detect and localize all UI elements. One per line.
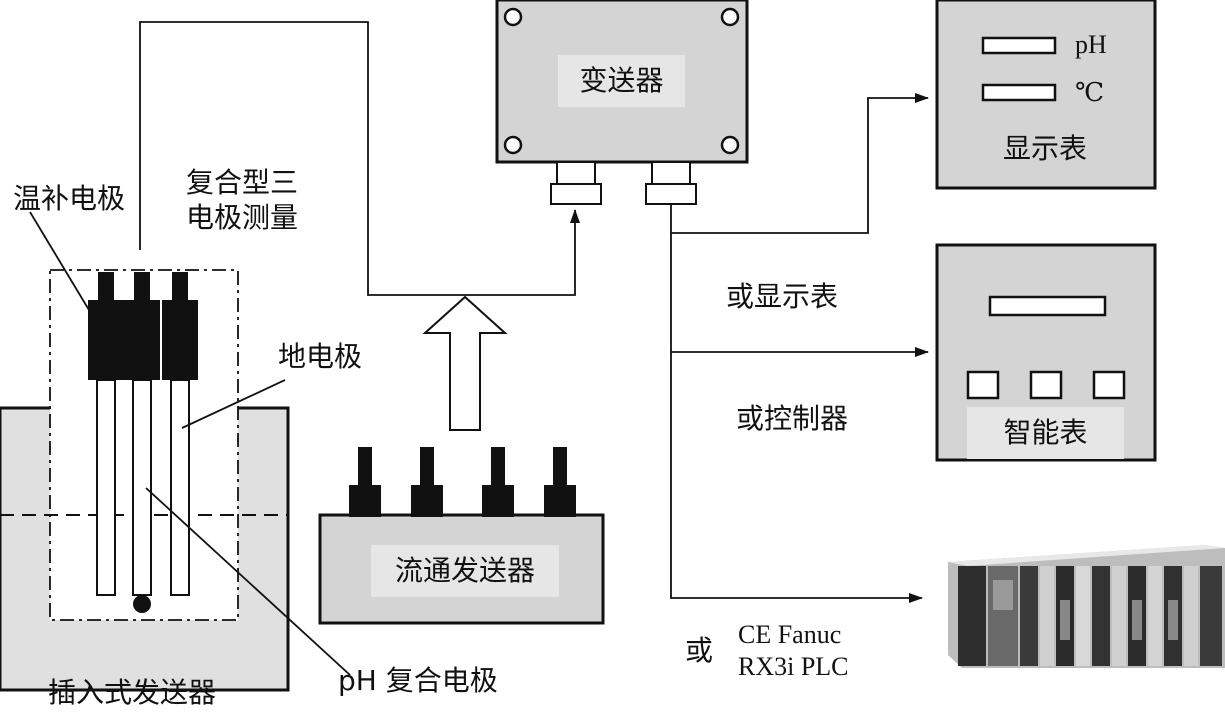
temp-electrode-leader	[29, 211, 99, 326]
screw-icon	[503, 7, 523, 27]
plc-rack-image	[948, 545, 1225, 668]
ground-electrode	[162, 272, 198, 596]
transmitter-label: 变送器	[558, 55, 685, 107]
screw-icon	[720, 135, 740, 155]
plc-label-line2: RX3i PLC	[738, 652, 849, 681]
composite-label-line1: 复合型三	[186, 166, 299, 199]
cable-gland-left	[550, 161, 602, 205]
temp-compensation-electrode	[88, 272, 124, 596]
ph-readout-window	[981, 36, 1057, 55]
temp-readout-window	[981, 83, 1057, 102]
or-display-label: 或显示表	[726, 280, 839, 313]
probe-signal-line	[139, 21, 580, 296]
smart-meter-label: 智能表	[967, 407, 1124, 459]
smart-display-window	[988, 295, 1107, 317]
smart-meter-button	[966, 370, 1000, 400]
smart-meter-button	[1029, 370, 1063, 400]
plc-label-line1: CE Fanuc	[738, 620, 842, 649]
ph-electrode-label: pH 复合电极	[338, 664, 498, 697]
display-meter-box	[935, 0, 1157, 190]
flow-electrode-connectors	[349, 447, 576, 517]
ph-readout-label: pH	[1075, 30, 1107, 59]
cable-gland-right	[645, 161, 697, 205]
display-meter-label: 显示表	[1003, 132, 1088, 165]
screw-icon	[503, 135, 523, 155]
insertion-transmitter-label: 插入式发送器	[48, 676, 217, 709]
ph-composite-electrode	[124, 272, 160, 613]
ground-electrode-label: 地电极	[278, 340, 363, 373]
or-label: 或	[685, 634, 714, 667]
ph-electrode-leader	[145, 487, 351, 676]
celsius-readout-label: ℃	[1075, 78, 1105, 107]
hollow-up-arrow-icon	[422, 295, 508, 431]
temp-electrode-label: 温补电极	[13, 182, 126, 215]
screw-icon	[720, 7, 740, 27]
composite-label-line2: 电极测量	[186, 201, 299, 234]
flow-transmitter-label: 流通发送器	[371, 545, 559, 597]
smart-meter-button	[1092, 370, 1126, 400]
or-controller-label: 或控制器	[736, 402, 849, 435]
output-wiring	[670, 93, 929, 603]
ground-electrode-leader	[181, 379, 286, 429]
